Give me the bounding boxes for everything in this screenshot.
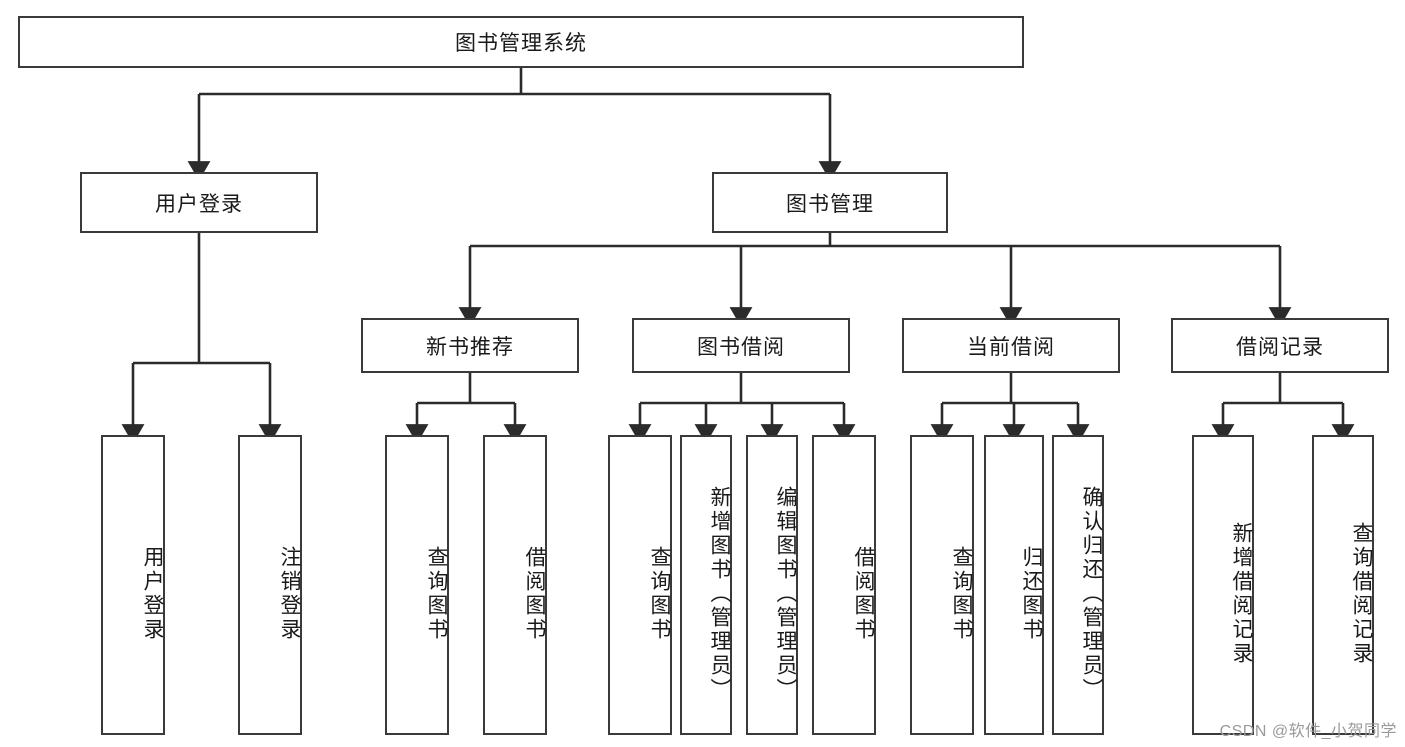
node-leaf-query-book-1[interactable]: 查询图书 [385, 435, 449, 735]
node-label: 借阅图书 [852, 546, 875, 642]
node-new-book-rec[interactable]: 新书推荐 [361, 318, 579, 373]
node-leaf-query-book-2[interactable]: 查询图书 [608, 435, 672, 735]
node-label: 借阅图书 [523, 546, 546, 642]
node-leaf-query-book-3[interactable]: 查询图书 [910, 435, 974, 735]
node-label: 新增图书（管理员） [708, 486, 731, 702]
node-label: 查询图书 [648, 546, 671, 642]
node-label: 借阅记录 [1236, 335, 1324, 359]
node-leaf-user-login[interactable]: 用户登录 [101, 435, 165, 735]
node-leaf-logout[interactable]: 注销登录 [238, 435, 302, 735]
node-root[interactable]: 图书管理系统 [18, 16, 1024, 68]
node-leaf-borrow-book-2[interactable]: 借阅图书 [812, 435, 876, 735]
node-user-login[interactable]: 用户登录 [80, 172, 318, 233]
node-label: 编辑图书（管理员） [774, 486, 797, 702]
node-label: 图书管理 [786, 192, 874, 216]
node-book-borrow[interactable]: 图书借阅 [632, 318, 850, 373]
node-label: 新增借阅记录 [1230, 522, 1253, 666]
watermark-label: CSDN @软件_小贺同学 [1219, 723, 1397, 740]
node-leaf-confirm-return[interactable]: 确认归还（管理员） [1052, 435, 1104, 735]
node-leaf-borrow-book-1[interactable]: 借阅图书 [483, 435, 547, 735]
node-book-manage[interactable]: 图书管理 [712, 172, 948, 233]
node-label: 查询借阅记录 [1350, 522, 1373, 666]
node-label: 用户登录 [155, 192, 243, 216]
node-label: 注销登录 [278, 546, 301, 642]
node-leaf-add-book[interactable]: 新增图书（管理员） [680, 435, 732, 735]
node-leaf-return-book[interactable]: 归还图书 [984, 435, 1044, 735]
node-label: 新书推荐 [426, 335, 514, 359]
node-label: 归还图书 [1020, 546, 1043, 642]
node-label: 用户登录 [141, 546, 164, 642]
node-leaf-edit-book[interactable]: 编辑图书（管理员） [746, 435, 798, 735]
node-label: 图书借阅 [697, 335, 785, 359]
node-leaf-query-record[interactable]: 查询借阅记录 [1312, 435, 1374, 735]
node-label: 当前借阅 [967, 335, 1055, 359]
node-label: 图书管理系统 [455, 32, 587, 55]
node-label: 查询图书 [950, 546, 973, 642]
node-current-borrow[interactable]: 当前借阅 [902, 318, 1120, 373]
node-leaf-add-record[interactable]: 新增借阅记录 [1192, 435, 1254, 735]
node-label: 查询图书 [425, 546, 448, 642]
node-label: 确认归还（管理员） [1080, 486, 1103, 702]
node-borrow-record[interactable]: 借阅记录 [1171, 318, 1389, 373]
